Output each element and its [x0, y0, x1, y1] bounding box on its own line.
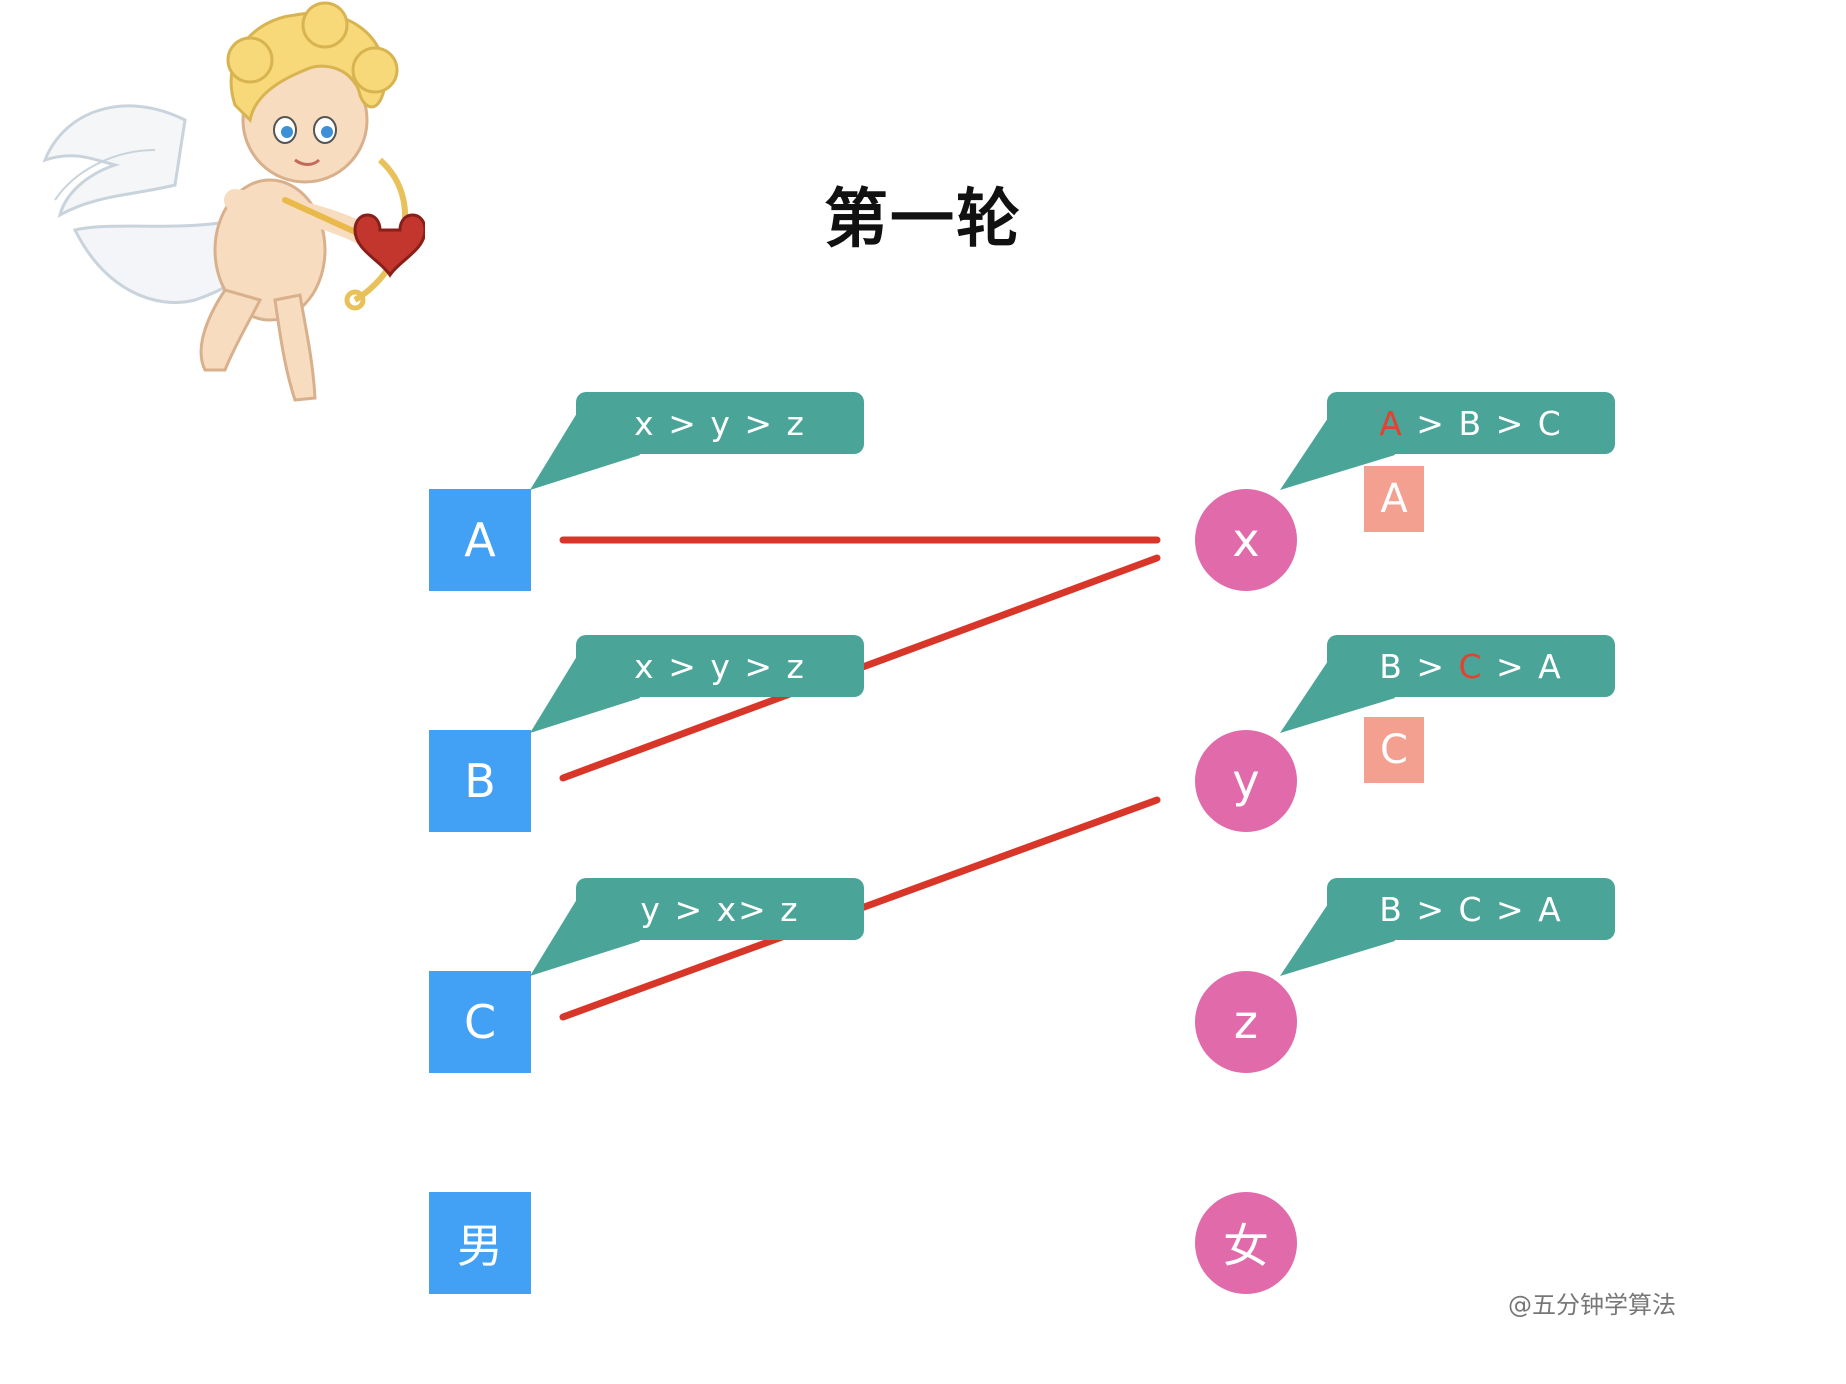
woman-node-x: x	[1195, 489, 1297, 591]
man-node-b: B	[429, 730, 531, 832]
preference-bubble-a: x > y > z	[576, 392, 864, 454]
watermark: @五分钟学算法	[1508, 1291, 1676, 1319]
preference-bubble-z: B > C > A	[1327, 878, 1615, 940]
man-node-c: C	[429, 971, 531, 1073]
legend-men: 男	[429, 1192, 531, 1294]
preference-bubble-b: x > y > z	[576, 635, 864, 697]
preference-bubble-x: A > B > C	[1327, 392, 1615, 454]
preference-bubble-y: B > C > A	[1327, 635, 1615, 697]
man-node-a: A	[429, 489, 531, 591]
woman-node-y: y	[1195, 730, 1297, 832]
preference-bubble-c: y > x> z	[576, 878, 864, 940]
page-title: 第一轮	[824, 183, 1022, 257]
highlight-choice: C	[1458, 646, 1484, 686]
highlight-choice: A	[1379, 403, 1404, 443]
woman-node-z: z	[1195, 971, 1297, 1073]
held-proposal-tag-x: A	[1364, 466, 1424, 532]
legend-women: 女	[1195, 1192, 1297, 1294]
held-proposal-tag-y: C	[1364, 717, 1424, 783]
cupid-icon	[42, 1, 425, 402]
